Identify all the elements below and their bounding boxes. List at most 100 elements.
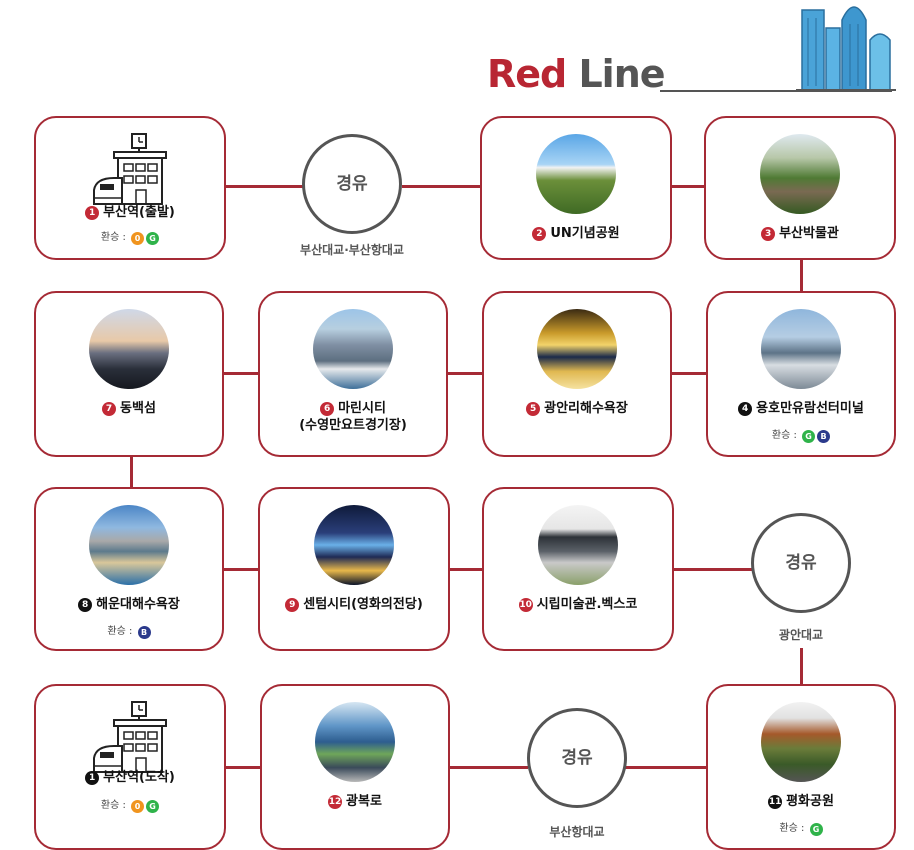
page-title: Red Line: [487, 52, 666, 96]
via-caption: 부산대교·부산항대교: [300, 243, 404, 257]
transfer-badge-green: G: [146, 232, 160, 245]
stop-name-text: UN기념공원: [550, 226, 620, 241]
transfer-label: 환승 :: [779, 823, 805, 834]
connector-line: [800, 258, 803, 293]
connector-line: [670, 185, 708, 188]
connector-line: [130, 455, 133, 489]
stop-number: 1: [85, 771, 100, 785]
transfer-badge-blue: B: [137, 626, 151, 639]
via-circle: 경유: [527, 708, 627, 808]
connector-line: [222, 372, 260, 375]
transfer-label: 환승 :: [100, 800, 126, 811]
connector-line: [446, 372, 484, 375]
connector-line: [448, 766, 528, 769]
connector-line: [402, 185, 482, 188]
transfer-badge-blue: B: [817, 430, 831, 443]
stop-number: 1: [85, 206, 100, 220]
connector-line: [224, 185, 306, 188]
connector-line: [800, 648, 803, 686]
stop-number: 4: [738, 402, 753, 416]
connector-line: [612, 766, 708, 769]
stop-name-text: 센텀시티(영화의전당): [303, 597, 423, 612]
transfer-badge-green: G: [802, 430, 816, 443]
stop-name-text: 해운대해수욕장: [96, 597, 180, 612]
stop-number: 3: [761, 227, 776, 241]
transfer-label: 환승 :: [107, 626, 133, 637]
transfer-label: 환승 :: [100, 232, 126, 243]
transfer-badge-orange: 0: [131, 800, 145, 813]
stop-number: 2: [532, 227, 547, 241]
stop-number: 5: [526, 402, 541, 416]
stop-number: 11: [768, 795, 783, 809]
via-caption: 부산항대교: [549, 825, 605, 839]
transfer-info: 환승 : G: [708, 819, 894, 836]
connector-line: [670, 372, 708, 375]
connector-line: [448, 568, 486, 571]
stop-name-text: 동백섬: [120, 401, 156, 416]
marine-city-photo: [313, 309, 393, 389]
title-gray-word: Line: [578, 52, 665, 96]
city-skyline-icon: [796, 6, 896, 91]
centum-city-photo: [314, 505, 394, 585]
transfer-badge-green: G: [146, 800, 160, 813]
stop-number: 6: [320, 402, 335, 416]
stop-name-text: 광복로: [346, 794, 382, 809]
stop-name-text: 광안리해수욕장: [544, 401, 628, 416]
stop-number: 9: [285, 598, 300, 612]
transfer-badge-green: G: [809, 823, 823, 836]
stop-name-text: 부산역(도착): [103, 770, 175, 785]
connector-line: [222, 568, 260, 571]
via-caption: 광안대교: [778, 628, 824, 642]
transfer-info: 환승 : B: [36, 622, 222, 639]
connector-line: [224, 766, 262, 769]
stop-name-text: 부산역(출발): [103, 205, 175, 220]
stop-name-text: 부산박물관: [779, 226, 839, 241]
art-museum-photo: [538, 505, 618, 585]
stop-name-text: 용호만유람선터미널: [756, 401, 864, 416]
stop-number: 7: [102, 402, 117, 416]
transfer-label: 환승 :: [771, 430, 797, 441]
title-underline: [660, 90, 892, 92]
haeundae-photo: [89, 505, 169, 585]
train-station-icon: [93, 701, 167, 773]
dongbaekseom-photo: [89, 309, 169, 389]
stop-name-text: 마린시티: [338, 401, 386, 416]
stop-number: 8: [78, 598, 93, 612]
stop-number: 10: [518, 598, 533, 612]
gwangalli-photo: [537, 309, 617, 389]
stop-number: 12: [328, 795, 343, 809]
peace-park-photo: [761, 702, 841, 782]
transfer-badge-orange: 0: [131, 232, 145, 245]
stop-name-text: 평화공원: [786, 794, 834, 809]
title-red-word: Red: [487, 52, 567, 96]
via-circle: 경유: [751, 513, 851, 613]
